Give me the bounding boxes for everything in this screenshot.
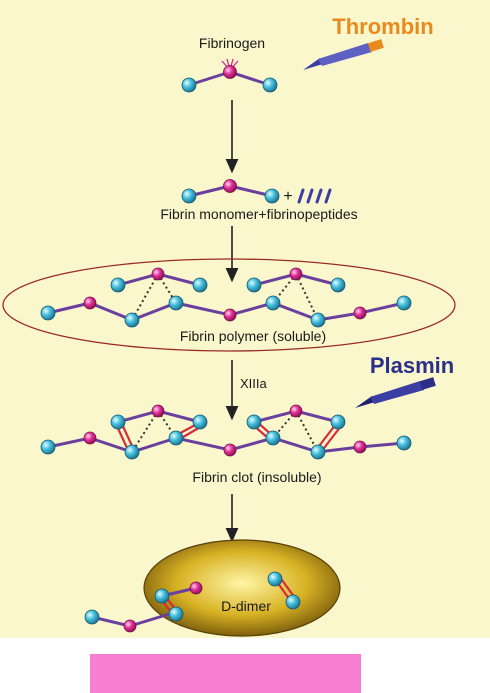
fibrin-monomer bbox=[181, 179, 280, 204]
ddimer-fragments bbox=[84, 571, 301, 633]
polymer-highlight-ellipse bbox=[2, 258, 456, 352]
fibrin-clot bbox=[40, 404, 412, 460]
factor-xiiia-label: XIIIa bbox=[240, 376, 268, 391]
fibrin-monomer-label: Fibrin monomer+fibrinopeptides bbox=[160, 206, 357, 222]
pink-bar bbox=[90, 654, 361, 693]
fibrin-polymer bbox=[40, 267, 412, 328]
fibrinogen-label: Fibrinogen bbox=[199, 35, 265, 51]
plasmin-arrow-icon bbox=[355, 377, 436, 408]
fibrin-polymer-label: Fibrin polymer (soluble) bbox=[180, 328, 326, 344]
diagram-background bbox=[0, 0, 490, 638]
plus-sign: + bbox=[283, 188, 292, 205]
thrombin-label: Thrombin bbox=[332, 14, 433, 39]
plasmin-label: Plasmin bbox=[370, 353, 454, 378]
fibrin-clot-label: Fibrin clot (insoluble) bbox=[192, 469, 321, 485]
ddimer-label: D-dimer bbox=[221, 598, 271, 614]
fibrinogen-molecule bbox=[181, 58, 278, 93]
ddimer-ellipse bbox=[143, 539, 341, 637]
thrombin-arrow-icon bbox=[303, 39, 384, 70]
fibrinopeptides-icon bbox=[297, 188, 332, 204]
